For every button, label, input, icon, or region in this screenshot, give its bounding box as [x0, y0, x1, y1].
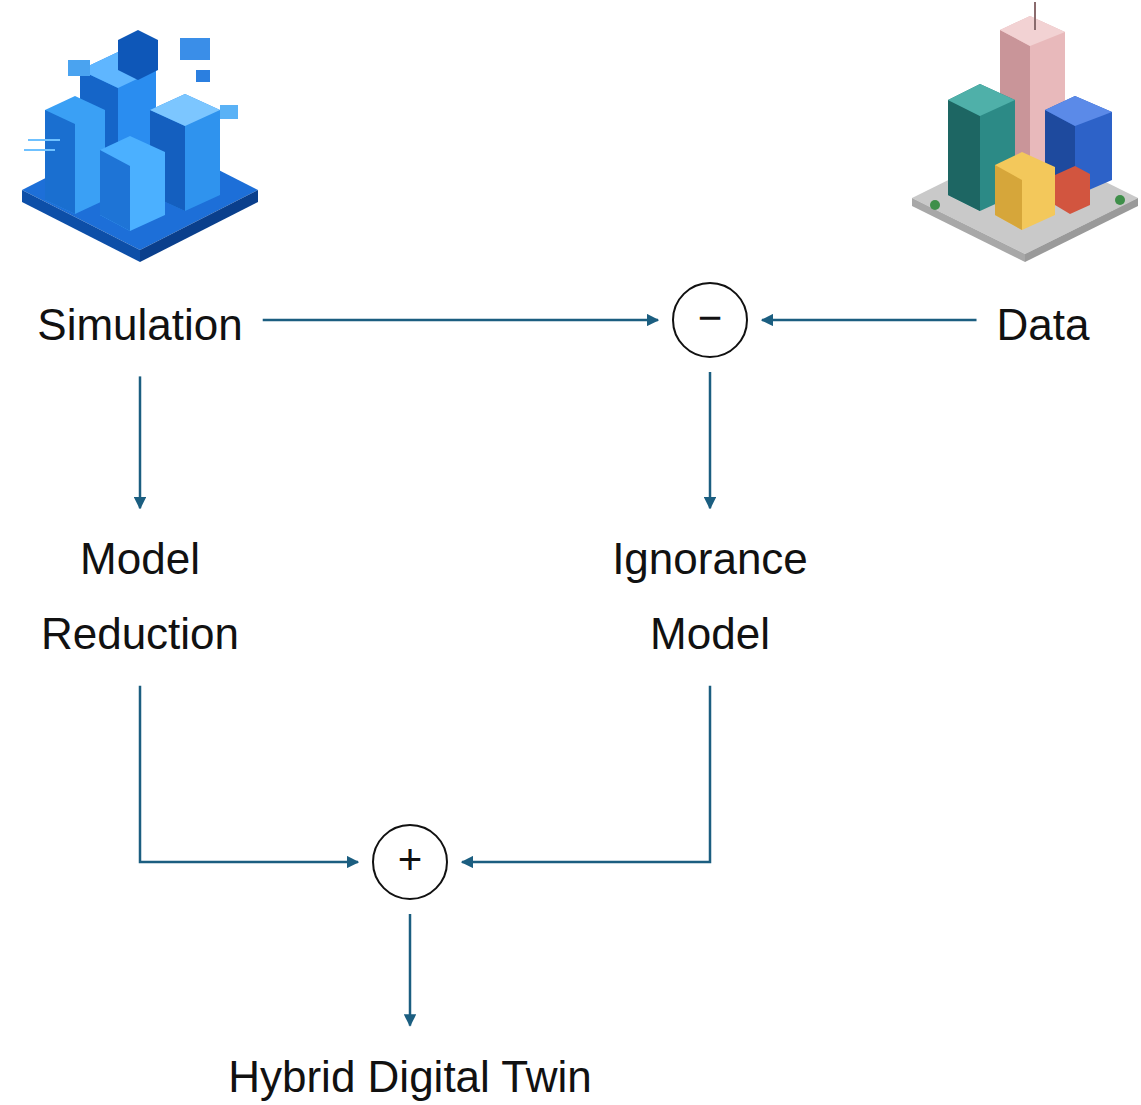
simulation-label: Simulation	[31, 288, 248, 363]
ignorance-model-label: Ignorance Model	[575, 522, 845, 672]
flow-arrow	[140, 686, 358, 862]
flow-arrow	[762, 319, 977, 322]
node-text: Model Reduction	[11, 522, 269, 672]
flow-arrow	[139, 376, 142, 508]
operator-symbol: −	[698, 297, 723, 339]
data-label: Data	[991, 288, 1096, 363]
flow-arrow	[462, 686, 710, 862]
sum-junction: +	[372, 824, 448, 900]
node-text: Simulation	[37, 288, 242, 363]
model-reduction-label: Model Reduction	[5, 522, 275, 672]
subtract-junction: −	[672, 282, 748, 358]
flow-arrow	[409, 914, 412, 1026]
operator-symbol: +	[398, 839, 423, 881]
flow-arrow	[709, 372, 712, 508]
real-city-illustration	[912, 2, 1138, 262]
node-text: Ignorance Model	[581, 522, 839, 672]
node-text: Data	[997, 288, 1090, 363]
hybrid-digital-twin-label: Hybrid Digital Twin	[222, 1040, 598, 1105]
digital-city-illustration	[22, 30, 258, 262]
flow-arrow	[263, 319, 658, 322]
node-text: Hybrid Digital Twin	[228, 1040, 592, 1105]
